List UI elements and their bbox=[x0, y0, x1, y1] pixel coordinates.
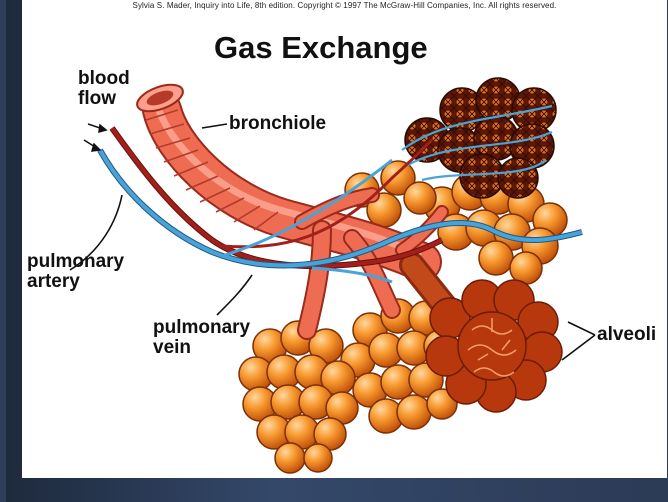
label-pulmonary-artery: pulmonary artery bbox=[27, 252, 124, 292]
label-blood-flow-line2: flow bbox=[78, 89, 130, 109]
label-alveoli: alveoli bbox=[597, 325, 656, 345]
alveoli-cluster-bottom-left bbox=[239, 321, 358, 473]
label-bronchiole: bronchiole bbox=[229, 114, 326, 134]
label-blood-flow-line1: blood bbox=[78, 69, 130, 89]
arrow-icon bbox=[84, 124, 106, 151]
slide-canvas: Sylvia S. Mader, Inquiry into Life, 8th … bbox=[22, 0, 667, 478]
label-pulmonary-vein-line2: vein bbox=[153, 338, 250, 358]
label-blood-flow: blood flow bbox=[78, 69, 130, 109]
label-pulmonary-artery-line1: pulmonary bbox=[27, 252, 124, 272]
capillary-network-cluster bbox=[402, 78, 556, 198]
slide-frame: Sylvia S. Mader, Inquiry into Life, 8th … bbox=[6, 0, 668, 502]
label-pulmonary-vein: pulmonary vein bbox=[153, 318, 250, 358]
label-pulmonary-vein-line1: pulmonary bbox=[153, 318, 250, 338]
label-pulmonary-artery-line2: artery bbox=[27, 272, 124, 292]
